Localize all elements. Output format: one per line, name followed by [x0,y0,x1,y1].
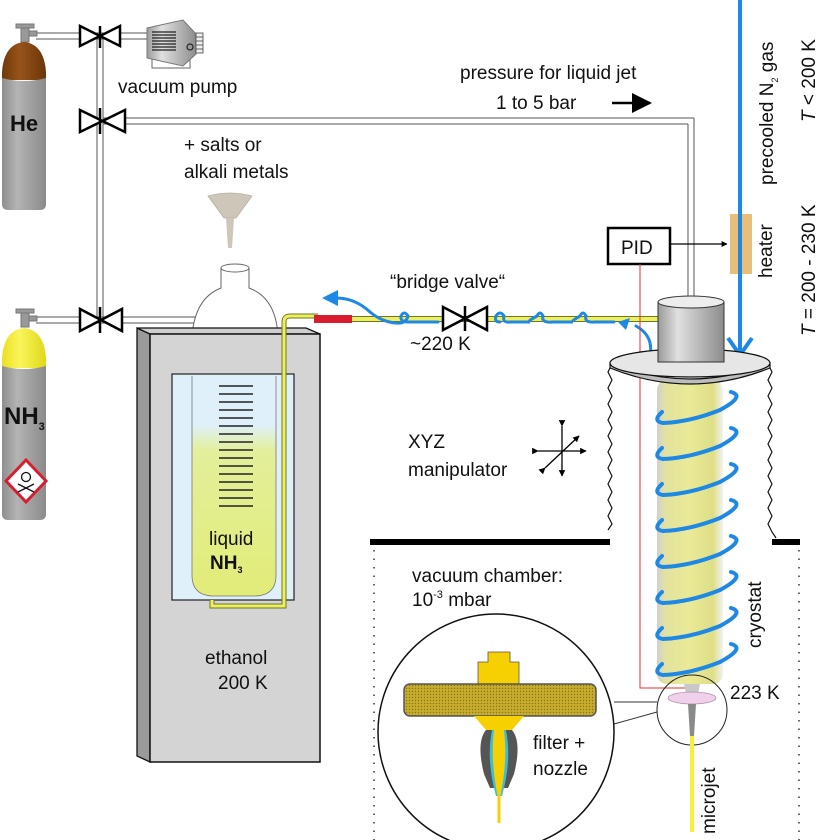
pressure-label-line2: 1 to 5 bar [496,93,577,114]
flow-arrow-bridge-icon [618,318,630,330]
xyz-label-line2: manipulator [408,460,508,481]
flow-arrow-left-icon [322,290,338,306]
nh3-cylinder [2,308,49,520]
heater-label: heater [756,223,777,278]
pid-label: PID [621,238,653,259]
cryostat-head [657,295,725,363]
valve-he-pump[interactable] [78,23,122,49]
valve-pressure-line[interactable] [78,107,127,135]
graduation-marks [219,385,253,507]
bellows [607,363,777,539]
microjet-label: microjet [699,767,720,834]
vacuum-label-line2: 10-3 mbar [412,589,492,611]
nozzle-temp-label: 223 K [730,683,780,704]
vacuum-label-line1: vacuum chamber: [412,566,563,587]
cryostat-label: cryostat [745,581,766,648]
funnel-icon [207,192,253,248]
pid-sensor-wire [639,264,690,689]
nozzle-detail-callout [377,613,658,840]
valve-nh3[interactable] [78,306,124,334]
salts-label-line2: alkali metals [184,162,289,183]
cryostat-body [657,380,723,684]
t-range-label: T = 200 - 230 K [799,204,820,336]
pid-controller[interactable] [606,226,672,266]
nozzle-small [656,674,728,746]
bridge-coolant-coil [334,296,653,358]
cryostat-cooling-coil [655,390,739,678]
ethanol-label-line1: ethanol [205,648,267,669]
t-below-200k-label: T < 200 K [799,39,820,122]
nh3-cylinder-label: NH3 [4,403,45,433]
vacuum-pump-label: vacuum pump [118,77,237,98]
he-cylinder [2,23,46,210]
filter-label-line2: nozzle [533,759,588,780]
filter-label-line1: filter + [533,733,585,754]
he-cylinder-label: He [10,111,38,136]
vacuum-pump-icon [146,19,204,69]
salts-label-line1: + salts or [184,135,262,156]
flask [191,263,279,337]
xyz-axes-icon [532,420,587,477]
ethanol-dewar [136,326,321,764]
liquid-nh3-label: NH3 [210,553,242,575]
liquid-label-line1: liquid [209,529,253,550]
bridge-temp-label: ~220 K [410,334,471,355]
transfer-line [210,314,318,608]
pressure-label-line1: pressure for liquid jet [460,63,637,84]
ethanol-label-line2: 200 K [218,673,268,694]
bridge-valve-label: “bridge valve“ [390,272,505,293]
bridge-valve[interactable] [441,304,489,333]
heated-section [314,315,352,323]
cryostat-flange [609,348,771,385]
xyz-label-line1: XYZ [408,432,445,453]
toxic-hazard-icon [3,457,49,505]
precooled-n2-label: precooled N2 gas [757,42,780,185]
